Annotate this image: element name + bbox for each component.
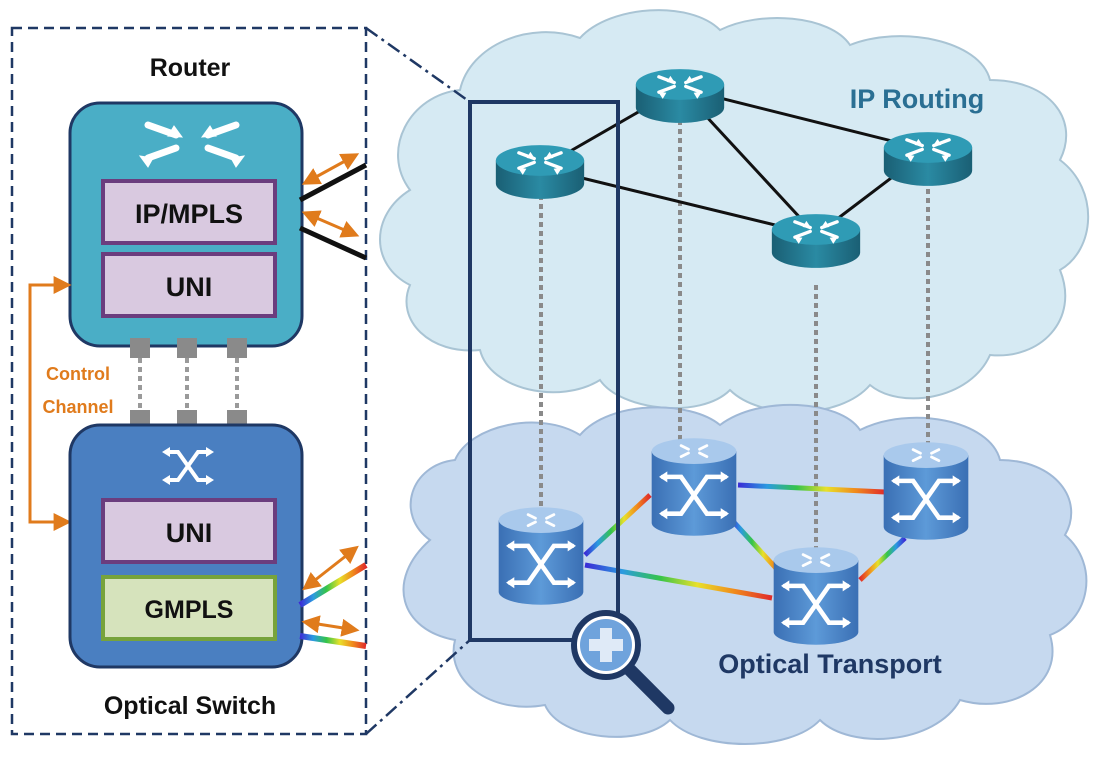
zoom-connector-top (365, 26, 471, 104)
gmpls-label: GMPLS (145, 596, 234, 624)
switch-wavelength-links (298, 545, 368, 649)
ip-routing-cloud (379, 9, 1090, 413)
optical-transport-label: Optical Transport (718, 649, 942, 679)
optical-switch-icon (884, 442, 969, 540)
zoom-connector-bottom (365, 639, 471, 735)
router-title: Router (150, 54, 231, 82)
switch-uni-label: UNI (166, 518, 213, 548)
router-icon (882, 130, 974, 188)
optical-switch-icon (652, 438, 737, 536)
router-uni-label: UNI (166, 272, 213, 302)
ip-mpls-label: IP/MPLS (135, 199, 243, 229)
cross-layer-links (539, 120, 930, 550)
router-uni-layer-box (101, 252, 277, 318)
router-icon (770, 212, 862, 270)
optical-switch-title: Optical Switch (104, 692, 276, 720)
control-channel-label-line2: Channel (42, 397, 113, 417)
gmpls-layer-box (101, 575, 277, 641)
optical-switch-icon (499, 507, 584, 605)
switch-uni-layer-box (101, 498, 277, 564)
zoom-selection-frame (468, 100, 620, 642)
ip-mpls-layer-box (101, 179, 277, 245)
router-icon (634, 67, 726, 125)
interconnect-ports (130, 338, 247, 430)
optical-switch-icon (162, 447, 214, 485)
optical-switch-icon (774, 547, 859, 645)
control-channel-arrow (28, 276, 72, 531)
magnifier-icon (571, 610, 675, 715)
ip-routing-label: IP Routing (850, 84, 985, 114)
router-icon (138, 121, 246, 168)
router-external-links (298, 153, 368, 261)
detail-panel-frame (10, 26, 368, 736)
control-channel-label-line1: Control (46, 364, 110, 384)
router-icon (494, 143, 586, 201)
